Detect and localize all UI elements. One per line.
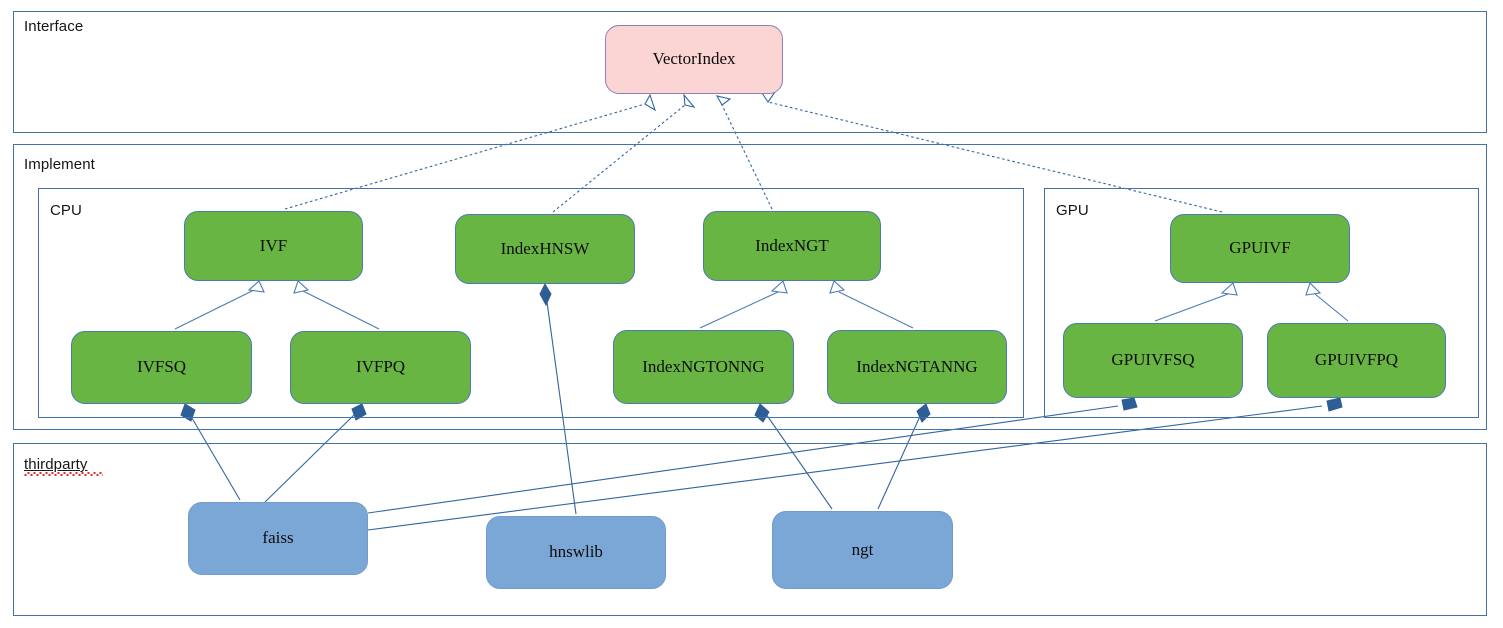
container-gpu xyxy=(1044,188,1479,418)
node-label-ivfpq: IVFPQ xyxy=(355,357,406,377)
container-label-interface: Interface xyxy=(24,18,84,35)
node-indexngt[interactable]: IndexNGT xyxy=(703,211,881,281)
node-hnswlib[interactable]: hnswlib xyxy=(486,516,666,589)
node-ivfsq[interactable]: IVFSQ xyxy=(71,331,252,404)
container-thirdparty xyxy=(13,443,1487,616)
node-label-gpuivf: GPUIVF xyxy=(1229,238,1291,258)
container-label-thirdparty: thirdparty xyxy=(24,456,88,473)
container-label-cpu: CPU xyxy=(50,202,82,219)
node-label-ivf: IVF xyxy=(259,235,288,255)
container-label-implement: Implement xyxy=(24,156,95,173)
node-label-indexngtonng: IndexNGTONNG xyxy=(642,356,765,376)
node-label-ngt: ngt xyxy=(851,539,874,559)
node-label-vectorindex: VectorIndex xyxy=(652,49,736,69)
node-label-faiss: faiss xyxy=(262,528,294,548)
container-interface xyxy=(13,11,1487,133)
node-indexngtanng[interactable]: IndexNGTANNG xyxy=(827,330,1007,404)
node-label-hnswlib: hnswlib xyxy=(549,542,603,562)
node-label-gpuivfsq: GPUIVFSQ xyxy=(1111,350,1195,370)
spellcheck-squiggle-thirdparty xyxy=(24,472,103,476)
node-indexngtonng[interactable]: IndexNGTONNG xyxy=(613,330,794,404)
node-ngt[interactable]: ngt xyxy=(772,511,953,589)
container-implement xyxy=(13,144,1487,430)
node-indexhnsw[interactable]: IndexHNSW xyxy=(455,214,635,284)
node-label-indexngtanng: IndexNGTANNG xyxy=(856,356,978,376)
node-label-ivfsq: IVFSQ xyxy=(136,357,187,377)
node-label-gpuivfpq: GPUIVFPQ xyxy=(1314,350,1399,370)
container-label-gpu: GPU xyxy=(1056,202,1089,219)
node-vectorindex[interactable]: VectorIndex xyxy=(605,25,783,94)
node-gpuivfpq[interactable]: GPUIVFPQ xyxy=(1267,323,1446,398)
node-gpuivfsq[interactable]: GPUIVFSQ xyxy=(1063,323,1243,398)
node-gpuivf[interactable]: GPUIVF xyxy=(1170,214,1350,283)
node-faiss[interactable]: faiss xyxy=(188,502,368,575)
node-ivf[interactable]: IVF xyxy=(184,211,363,281)
node-label-indexngt: IndexNGT xyxy=(755,235,829,255)
container-cpu xyxy=(38,188,1024,418)
node-label-indexhnsw: IndexHNSW xyxy=(500,238,590,258)
node-ivfpq[interactable]: IVFPQ xyxy=(290,331,471,404)
